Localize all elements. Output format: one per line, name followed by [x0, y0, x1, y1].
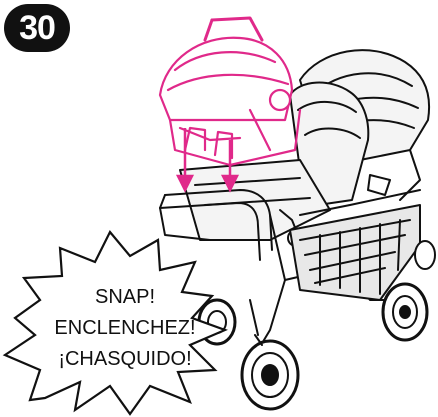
rear-wheel-right — [383, 284, 427, 340]
callout-line-french: ENCLENCHEZ! — [40, 313, 210, 344]
callout-line-spanish: ¡CHASQUIDO! — [40, 344, 210, 375]
front-wheel — [242, 335, 298, 409]
snap-callout-text: SNAP! ENCLENCHEZ! ¡CHASQUIDO! — [40, 282, 210, 375]
back-wheel-small — [415, 241, 435, 269]
callout-line-english: SNAP! — [40, 282, 210, 313]
